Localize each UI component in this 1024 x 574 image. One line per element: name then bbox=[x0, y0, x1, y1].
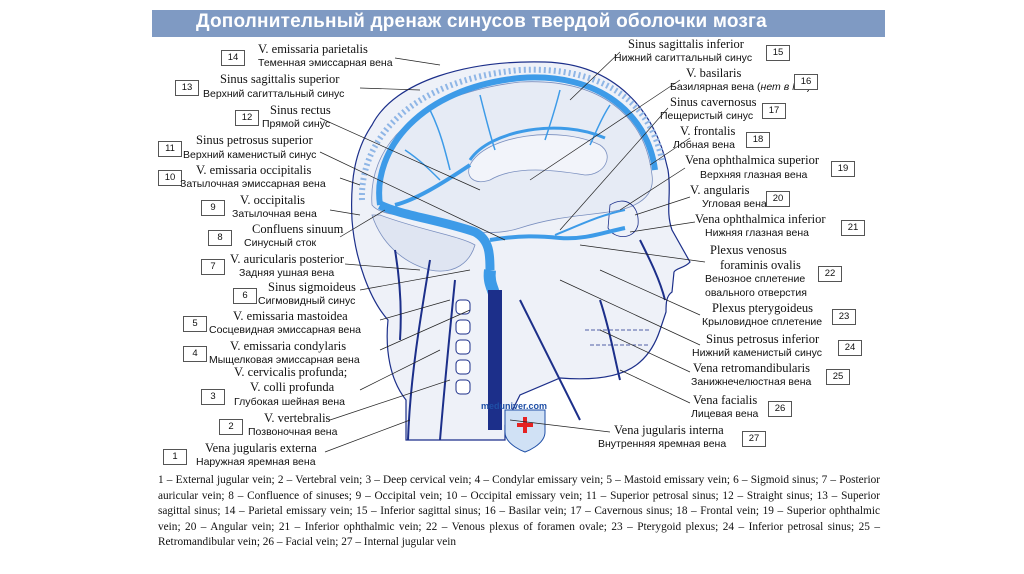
label-latin: Plexus pterygoideus bbox=[712, 302, 813, 315]
label-russian: Мыщелковая эмиссарная вена bbox=[209, 355, 360, 366]
label-russian: Нижний каменистый синус bbox=[692, 348, 822, 359]
label-latin-2: V. colli profunda bbox=[250, 381, 334, 394]
label-latin: V. emissaria condylaris bbox=[230, 340, 346, 353]
label-russian: Затылочная эмиссарная вена bbox=[180, 179, 326, 190]
label-latin: V. emissaria mastoidea bbox=[233, 310, 348, 323]
label-number: 10 bbox=[158, 170, 182, 186]
label-russian: Нижняя глазная вена bbox=[705, 228, 809, 239]
label-number: 5 bbox=[183, 316, 207, 332]
label-number: 25 bbox=[826, 369, 850, 385]
label-russian: Внутренняя яремная вена bbox=[598, 439, 726, 450]
label-number: 22 bbox=[818, 266, 842, 282]
label-latin: Vena jugularis externa bbox=[205, 442, 317, 455]
watermark-text: meduniver.com bbox=[481, 401, 547, 411]
label-number: 21 bbox=[841, 220, 865, 236]
label-latin: Vena ophthalmica inferior bbox=[695, 213, 826, 226]
label-russian: Глубокая шейная вена bbox=[234, 397, 345, 408]
label-latin: V. occipitalis bbox=[240, 194, 305, 207]
label-russian: Верхний сагиттальный синус bbox=[203, 89, 344, 100]
label-number: 6 bbox=[233, 288, 257, 304]
label-number: 19 bbox=[831, 161, 855, 177]
label-latin: Sinus sigmoideus bbox=[268, 281, 356, 294]
label-russian-2: овального отверстия bbox=[705, 288, 807, 299]
label-latin: V. basilaris bbox=[686, 67, 741, 80]
label-number: 1 bbox=[163, 449, 187, 465]
label-latin: V. auricularis posterior bbox=[230, 253, 344, 266]
label-latin: V. angularis bbox=[690, 184, 750, 197]
label-russian: Угловая вена bbox=[702, 199, 767, 210]
label-latin: Sinus petrosus superior bbox=[196, 134, 313, 147]
label-russian: Лицевая вена bbox=[691, 409, 758, 420]
label-russian: Венозное сплетение bbox=[705, 274, 805, 285]
label-latin: Confluens sinuum bbox=[252, 223, 343, 236]
label-latin: Sinus sagittalis inferior bbox=[628, 38, 744, 51]
label-latin: Vena ophthalmica superior bbox=[685, 154, 819, 167]
label-number: 15 bbox=[766, 45, 790, 61]
label-russian: Наружная яремная вена bbox=[196, 457, 316, 468]
label-latin: V. cervicalis profunda; bbox=[234, 366, 347, 379]
label-number: 26 bbox=[768, 401, 792, 417]
label-number: 7 bbox=[201, 259, 225, 275]
label-russian: Синусный сток bbox=[244, 238, 316, 249]
label-russian: Затылочная вена bbox=[232, 209, 317, 220]
label-latin: Plexus venosus bbox=[710, 244, 787, 257]
label-number: 18 bbox=[746, 132, 770, 148]
label-russian: Крыловидное сплетение bbox=[702, 317, 822, 328]
label-russian: Прямой синус bbox=[262, 119, 330, 130]
label-latin: Sinus petrosus inferior bbox=[706, 333, 819, 346]
label-latin: Sinus rectus bbox=[270, 104, 331, 117]
legend-text: 1 – External jugular vein; 2 – Vertebral… bbox=[158, 473, 880, 551]
label-number: 16 bbox=[794, 74, 818, 90]
label-russian: Сосцевидная эмиссарная вена bbox=[209, 325, 361, 336]
label-latin: Sinus cavernosus bbox=[670, 96, 756, 109]
label-russian: Занижнечелюстная вена bbox=[691, 377, 811, 388]
label-number: 2 bbox=[219, 419, 243, 435]
label-number: 11 bbox=[158, 141, 182, 157]
label-latin: V. vertebralis bbox=[264, 412, 330, 425]
label-russian: Базилярная вена (нет в NA) bbox=[670, 82, 810, 93]
label-russian: Пещеристый синус bbox=[660, 111, 753, 122]
label-number: 24 bbox=[838, 340, 862, 356]
label-number: 23 bbox=[832, 309, 856, 325]
label-latin: V. emissaria parietalis bbox=[258, 43, 368, 56]
label-russian: Сигмовидный синус bbox=[258, 296, 355, 307]
label-russian: Нижний сагиттальный синус bbox=[614, 53, 752, 64]
label-latin: Vena jugularis interna bbox=[614, 424, 724, 437]
label-russian: Лобная вена bbox=[673, 140, 735, 151]
label-number: 9 bbox=[201, 200, 225, 216]
label-latin-2: foraminis ovalis bbox=[720, 259, 801, 272]
label-number: 27 bbox=[742, 431, 766, 447]
label-latin: Vena facialis bbox=[693, 394, 757, 407]
label-number: 14 bbox=[221, 50, 245, 66]
label-russian: Верхний каменистый синус bbox=[183, 150, 316, 161]
label-latin: Sinus sagittalis superior bbox=[220, 73, 339, 86]
label-latin: Vena retromandibularis bbox=[693, 362, 810, 375]
label-number: 20 bbox=[766, 191, 790, 207]
label-russian: Позвоночная вена bbox=[248, 427, 337, 438]
label-number: 3 bbox=[201, 389, 225, 405]
label-number: 8 bbox=[208, 230, 232, 246]
label-number: 12 bbox=[235, 110, 259, 126]
label-number: 4 bbox=[183, 346, 207, 362]
label-number: 17 bbox=[762, 103, 786, 119]
label-latin: V. emissaria occipitalis bbox=[196, 164, 311, 177]
label-russian: Задняя ушная вена bbox=[239, 268, 334, 279]
label-latin: V. frontalis bbox=[680, 125, 735, 138]
label-number: 13 bbox=[175, 80, 199, 96]
label-russian: Теменная эмиссарная вена bbox=[258, 58, 393, 69]
label-russian: Верхняя глазная вена bbox=[700, 170, 807, 181]
